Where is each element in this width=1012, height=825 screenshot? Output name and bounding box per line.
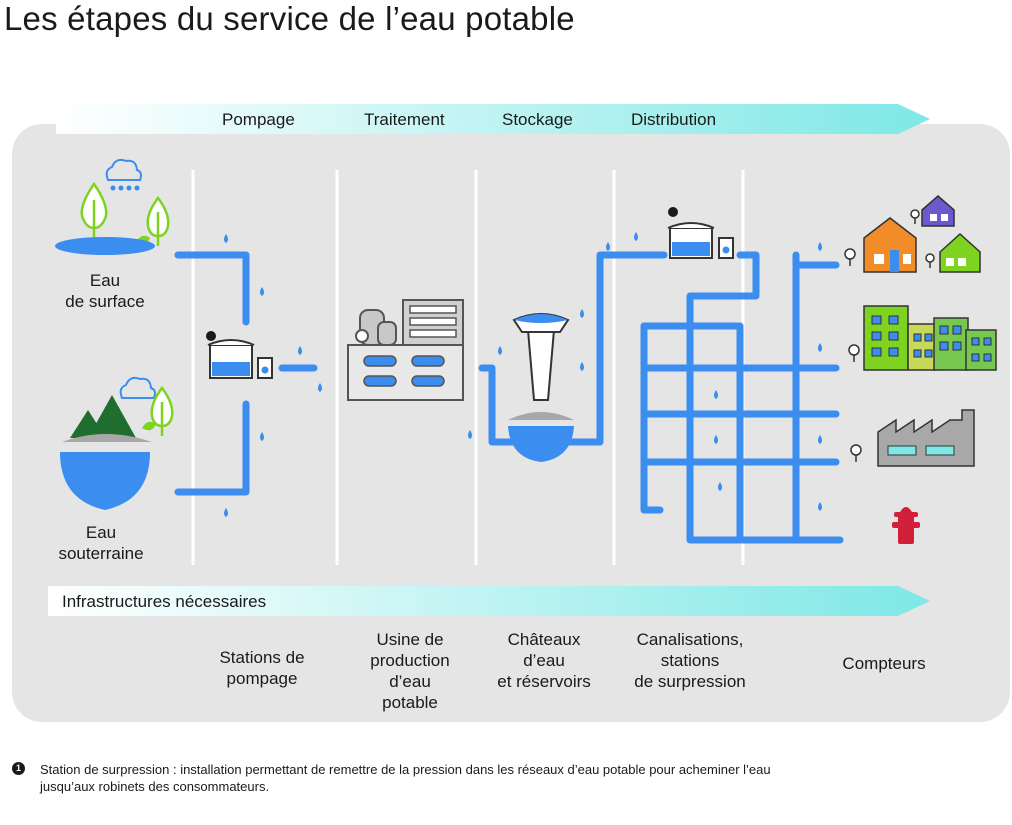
distribution-pipes xyxy=(640,251,844,544)
mountain-icon xyxy=(70,395,136,438)
house-icon xyxy=(863,195,981,273)
label-line: souterraine xyxy=(58,544,144,563)
page-title: Les étapes du service de l’eau potable xyxy=(4,0,575,37)
label-line: potable xyxy=(382,693,438,712)
diagram-panel xyxy=(12,124,1010,722)
cloud-icon xyxy=(119,376,156,399)
water-tower-icon xyxy=(512,313,570,401)
label-line: stations xyxy=(660,651,720,670)
stage-label-traitement: Traitement xyxy=(364,110,445,129)
treatment-plant-icon xyxy=(347,299,464,401)
water-drop-icon xyxy=(224,232,822,517)
tree-icon xyxy=(150,385,174,436)
meter-icon xyxy=(844,209,935,462)
label-line: Compteurs xyxy=(842,654,926,673)
label-line: Stations de xyxy=(219,648,305,667)
infrastructure-arrow xyxy=(48,586,930,616)
label-line: de surpression xyxy=(634,672,746,691)
hydrant-icon xyxy=(892,507,920,544)
label-line: Eau xyxy=(89,271,121,290)
tree-icon xyxy=(80,181,170,246)
lake-icon xyxy=(55,237,155,255)
reservoir-icon xyxy=(508,412,574,462)
booster-station-icon xyxy=(206,331,273,379)
label-line: pompage xyxy=(226,669,298,688)
infrastructure-heading: Infrastructures nécessaires xyxy=(62,592,267,611)
label-line: de surface xyxy=(65,292,145,311)
pumping-pipes xyxy=(174,251,318,496)
storage-pipes xyxy=(478,251,668,446)
stages-arrow xyxy=(56,104,930,134)
infra-label-plant: Usine de production d’eau potable xyxy=(350,629,470,713)
label-line: d’eau xyxy=(389,672,431,691)
label-line: Châteaux xyxy=(507,630,581,649)
label-line: et réservoirs xyxy=(497,672,591,691)
building-icon xyxy=(863,305,997,371)
footnote: Station de surpression : installation pe… xyxy=(40,761,1000,795)
infra-label-storage: Châteaux d’eau et réservoirs xyxy=(484,629,604,692)
footnote-marker: 1 xyxy=(12,762,25,775)
source-label-surface: Eau de surface xyxy=(50,270,160,312)
infra-label-network: Canalisations, stations de surpression xyxy=(620,629,760,692)
stage-label-stockage: Stockage xyxy=(502,110,573,129)
footnote-line: Station de surpression : installation pe… xyxy=(40,762,771,777)
aquifer-icon xyxy=(60,452,150,510)
booster-station-icon xyxy=(667,207,734,259)
label-line: d’eau xyxy=(523,651,565,670)
cloud-rain-icon xyxy=(105,158,142,191)
infra-label-meters: Compteurs xyxy=(824,653,944,674)
footnote-line: jusqu’aux robinets des consommateurs. xyxy=(40,779,270,794)
infra-label-pumping: Stations de pompage xyxy=(202,647,322,689)
ground-icon xyxy=(62,434,152,442)
label-line: Eau xyxy=(85,523,117,542)
leaf-icon xyxy=(142,421,156,431)
label-line: Usine de xyxy=(376,630,444,649)
label-line: Canalisations, xyxy=(636,630,744,649)
factory-icon xyxy=(877,409,975,467)
stage-label-distribution: Distribution xyxy=(631,110,717,129)
stage-label-pompage: Pompage xyxy=(222,110,295,129)
label-line: production xyxy=(370,651,450,670)
source-label-ground: Eau souterraine xyxy=(46,522,156,564)
